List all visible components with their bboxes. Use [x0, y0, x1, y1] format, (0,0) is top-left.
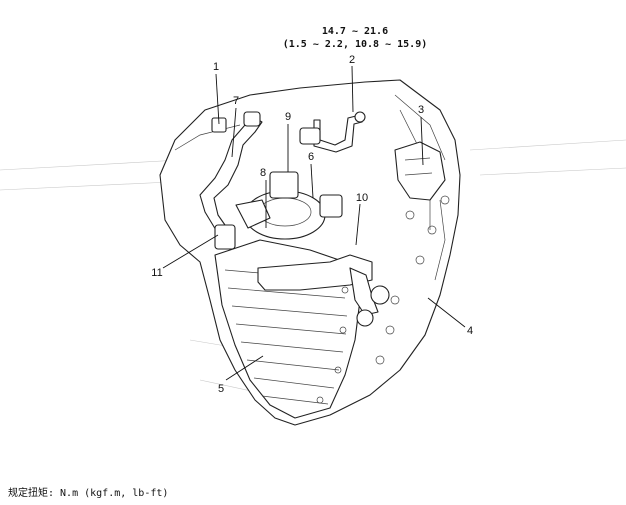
callout-8: 8 — [260, 167, 266, 179]
callout-leaders — [162, 65, 466, 381]
torque-unit-legend: 规定扭矩: N.m (kgf.m, lb-ft) — [8, 488, 169, 499]
callout-10: 10 — [356, 192, 368, 204]
callout-5: 5 — [218, 383, 224, 395]
callout-2: 2 — [349, 54, 355, 66]
vent-pipe — [313, 111, 366, 153]
callout-9: 9 — [285, 111, 291, 123]
background-hatching — [0, 139, 626, 396]
torque-value-line2: (1.5 ~ 2.2, 10.8 ~ 15.9) — [283, 39, 428, 50]
callout-7: 7 — [233, 95, 239, 107]
callout-6: 6 — [308, 151, 314, 163]
torque-value-line1: 14.7 ~ 21.6 — [322, 26, 388, 37]
callout-3: 3 — [418, 104, 424, 116]
cooler-pipe — [257, 254, 390, 327]
mounting-bracket — [394, 141, 446, 201]
callout-4: 4 — [467, 325, 473, 337]
shift-lever-assembly — [214, 127, 343, 250]
callout-11: 11 — [151, 267, 162, 279]
oil-cooler-hose — [199, 111, 263, 241]
housing-bolts — [375, 195, 450, 365]
callout-1: 1 — [213, 61, 219, 73]
